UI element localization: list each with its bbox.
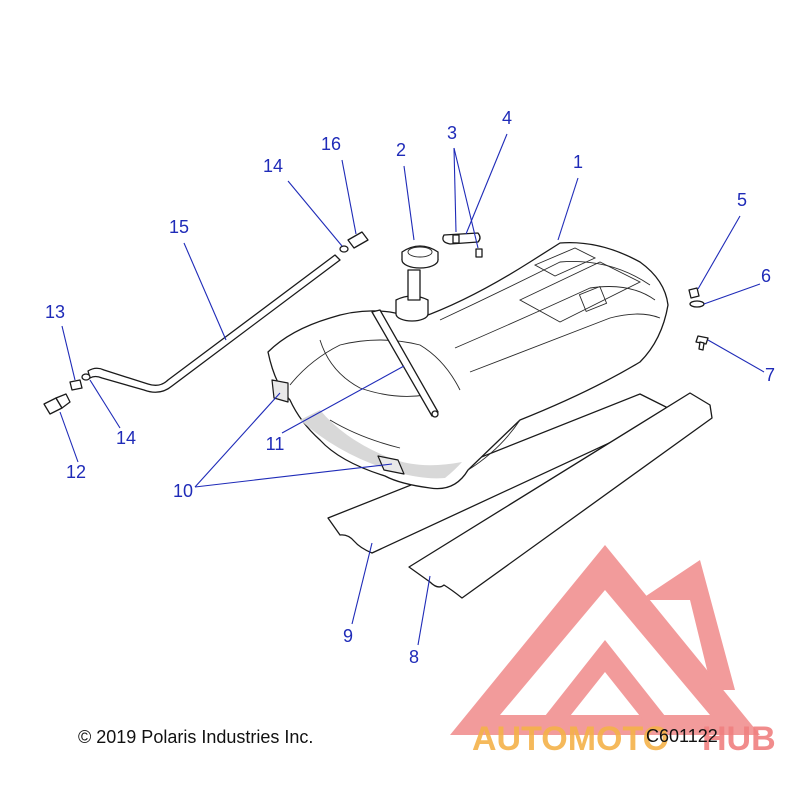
- callout-c2: 2: [396, 140, 406, 160]
- bolt-7: [695, 335, 709, 351]
- callout-c14b: 14: [116, 428, 136, 448]
- pad-9: [327, 393, 677, 554]
- callout-c13: 13: [45, 302, 65, 322]
- callout-c12: 12: [66, 462, 86, 482]
- callout-c10: 10: [173, 481, 193, 501]
- clamp-14b: [81, 373, 91, 381]
- watermark-text-left: AUTOMOTO: [472, 720, 669, 758]
- pad-8: [408, 392, 713, 599]
- callout-c16: 16: [321, 134, 341, 154]
- nut-5: [688, 287, 700, 299]
- callout-c8: 8: [409, 647, 419, 667]
- washer-6: [689, 300, 705, 308]
- figure-id: C601122: [646, 726, 718, 746]
- callout-c14a: 14: [263, 156, 283, 176]
- support-rod: [371, 309, 439, 418]
- callout-c4: 4: [502, 108, 512, 128]
- callout-c5: 5: [737, 190, 747, 210]
- callout-c3: 3: [447, 123, 457, 143]
- check-valve-12: [43, 393, 71, 415]
- callout-c11: 11: [266, 434, 285, 454]
- screw-3a: [452, 234, 460, 244]
- callout-c15: 15: [169, 217, 189, 237]
- copyright-notice: © 2019 Polaris Industries Inc.: [78, 727, 314, 747]
- leader-lines: [59, 133, 765, 646]
- screw-3b: [475, 248, 483, 258]
- callout-c9: 9: [343, 626, 353, 646]
- vent-line: [87, 254, 341, 393]
- watermark-logo: [450, 545, 760, 735]
- fuel-tank: [267, 242, 669, 490]
- filler-cap: [395, 245, 439, 322]
- clamp-14a: [339, 245, 349, 253]
- callout-c7: 7: [765, 365, 775, 385]
- callout-c1: 1: [573, 152, 583, 172]
- clamp-13: [69, 379, 83, 391]
- strap-bracket: [442, 232, 481, 245]
- callout-c6: 6: [761, 266, 771, 286]
- watermark-text-right: HUB: [702, 720, 776, 758]
- watermark-text: AUTOMOTO HUB: [472, 720, 776, 758]
- fitting-16: [347, 231, 369, 249]
